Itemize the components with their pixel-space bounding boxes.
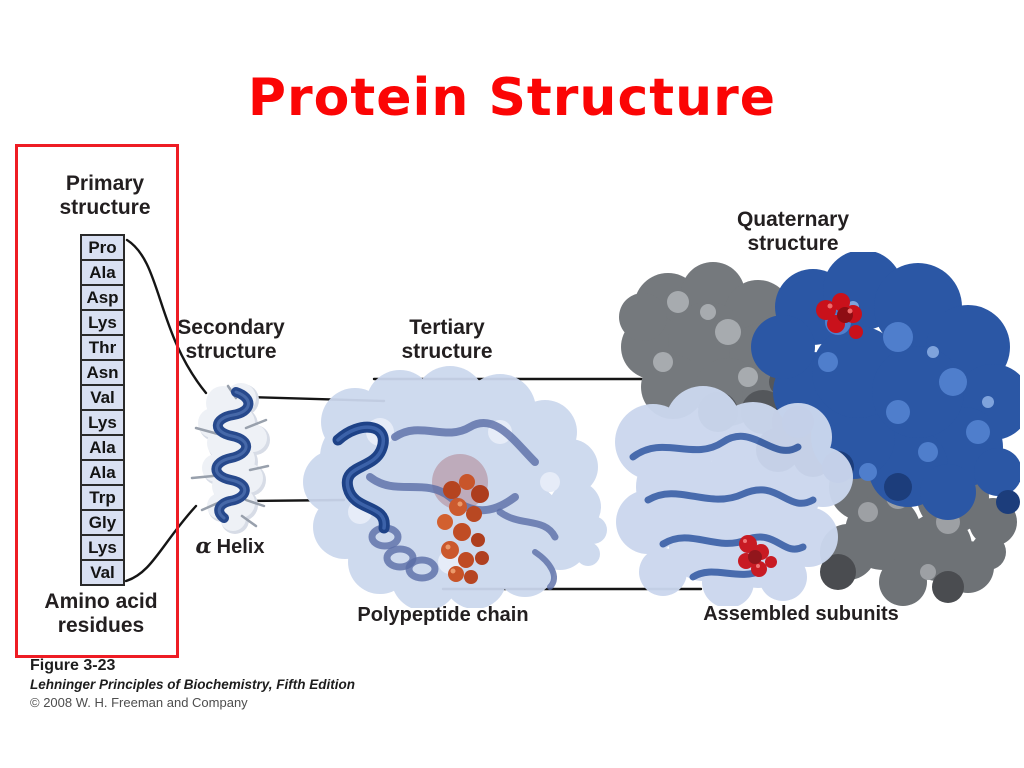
copyright-line: © 2008 W. H. Freeman and Company (30, 695, 248, 710)
residue-cell: Asp (80, 284, 125, 311)
secondary-structure-label: Secondary structure (177, 316, 285, 363)
figure-number: Figure 3-23 (30, 657, 116, 674)
helix-ribbon-highlight (214, 390, 250, 520)
side-chain-sticks (190, 384, 270, 528)
quaternary-structure-label: Quaternary structure (736, 208, 850, 255)
page-title: Protein Structure (247, 68, 777, 128)
amino-acid-residues-label: Amino acid residues (44, 590, 158, 637)
residue-list: Pro Ala Asp Lys Thr Asn Val Lys Ala Ala … (80, 234, 125, 586)
heme-spheres (437, 474, 489, 584)
residue-cell: Lys (80, 409, 125, 436)
figure-highlight-box (15, 144, 179, 658)
residue-cell: Val (80, 384, 125, 411)
heme-spheres-bottom (738, 535, 777, 577)
heme-spheres-top (816, 293, 863, 339)
alpha-helix-illustration (190, 383, 270, 534)
primary-structure-label: Primary structure (59, 172, 151, 219)
subunit-lightblue (615, 386, 853, 606)
figure-caption: Figure 3-23 Lehninger Principles of Bioc… (30, 656, 355, 711)
residue-cell: Lys (80, 309, 125, 336)
tertiary-structure-label: Tertiary structure (401, 316, 493, 363)
polypeptide-chain-label: Polypeptide chain (357, 604, 529, 626)
connector-line (125, 238, 208, 395)
residue-cell: Ala (80, 259, 125, 286)
source-title: Lehninger Principles of Biochemistry, Fi… (30, 677, 356, 692)
quaternary-structure-illustration (615, 252, 1020, 606)
helix-word: Helix (216, 536, 265, 558)
residue-cell: Lys (80, 534, 125, 561)
residue-cell: Ala (80, 459, 125, 486)
tertiary-structure-illustration (303, 366, 607, 608)
residue-cell: Val (80, 559, 125, 586)
residue-cell: Asn (80, 359, 125, 386)
alpha-symbol: α (195, 533, 212, 558)
connector-line (124, 504, 198, 583)
dark-helix-highlight (336, 425, 386, 530)
assembled-subunits-label: Assembled subunits (703, 603, 899, 625)
